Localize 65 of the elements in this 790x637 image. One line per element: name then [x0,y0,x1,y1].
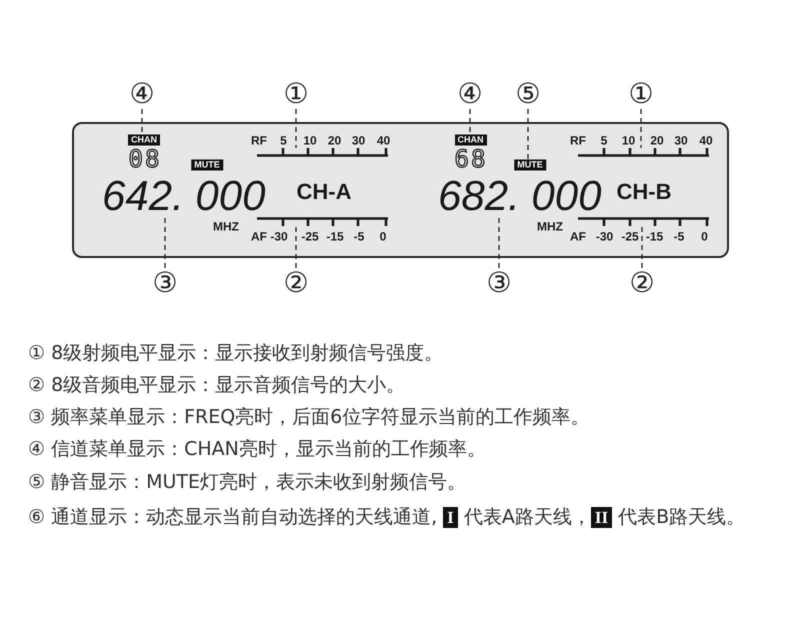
scale-value: 10 [303,134,317,148]
scale-value: -30 [596,230,614,244]
scale-value: -25 [301,230,319,244]
legend-note: ③ 频率菜单显示：FREQ亮时，后面6位字符显示当前的工作频率。 [28,404,590,430]
scale-value: -25 [621,230,639,244]
callout-number: ④ [455,79,485,109]
callout-number: ③ [484,268,514,298]
scale-value: 20 [650,134,664,148]
callout-number: ② [281,268,311,298]
scale-value: 30 [674,134,688,148]
meter-label: RF [570,134,586,148]
scale-value: 40 [376,134,390,148]
callout-number: ① [281,79,311,109]
leader-line [164,217,166,268]
scale-value: 0 [701,230,708,244]
meter-label: AF [251,230,267,244]
frequency-readout: 642. 000 [102,175,266,217]
legend-note: ⑥ 通道显示：动态显示当前自动选择的天线通道, I 代表A路天线，II 代表B路天线。 [28,504,746,530]
unit-label: MHZ [213,220,239,234]
scale-value: 0 [380,230,386,244]
meter-label: RF [251,134,267,148]
scale-value: -15 [646,230,664,244]
level-meter-bar [578,148,709,157]
scale-value: 30 [352,134,366,148]
scale-value: -5 [674,230,684,244]
leader-line [640,109,642,148]
leader-line [295,109,297,148]
legend-note: ① 8级射频电平显示：显示接收到射频信号强度。 [28,340,444,366]
scale-value: 5 [280,134,287,148]
callout-number: ④ [127,79,157,109]
callout-number: ⑤ [513,79,543,109]
scale-value: -15 [326,230,344,244]
scale-value: 20 [328,134,342,148]
level-meter-bar [578,217,709,226]
leader-line [141,109,143,134]
channel-name: CH-A [296,181,352,203]
lcd-panel [72,122,729,258]
leader-line [295,226,297,268]
callout-number: ① [626,79,656,109]
scale-value: -30 [270,230,288,244]
leader-line [527,109,529,160]
callout-number: ③ [150,268,180,298]
scale-value: -5 [354,230,364,244]
legend-note: ⑤ 静音显示：MUTE灯亮时，表示未收到射频信号。 [28,470,466,494]
chan-indicator: CHAN [454,134,486,146]
chan-indicator: CHAN [128,134,160,146]
leader-line [641,226,643,268]
callout-number: ② [627,268,657,298]
level-meter-bar [257,217,388,226]
legend-note: ④ 信道菜单显示：CHAN亮时，显示当前的工作频率。 [28,436,486,462]
channel-number: 08 [128,148,162,170]
meter-label: AF [570,230,586,244]
scale-value: 40 [699,134,713,148]
scale-value: 5 [600,134,608,148]
frequency-readout: 682. 000 [438,175,602,217]
channel-number: 68 [454,148,488,170]
leader-line [498,217,500,268]
mute-indicator: MUTE [514,160,546,170]
scale-value: 10 [622,134,636,148]
leader-line [469,109,471,134]
level-meter-bar [257,148,388,157]
unit-label: MHZ [537,220,563,234]
mute-indicator: MUTE [191,160,223,170]
legend-note: ② 8级音频电平显示：显示音频信号的大小。 [28,372,406,398]
channel-name: CH-B [616,181,672,203]
